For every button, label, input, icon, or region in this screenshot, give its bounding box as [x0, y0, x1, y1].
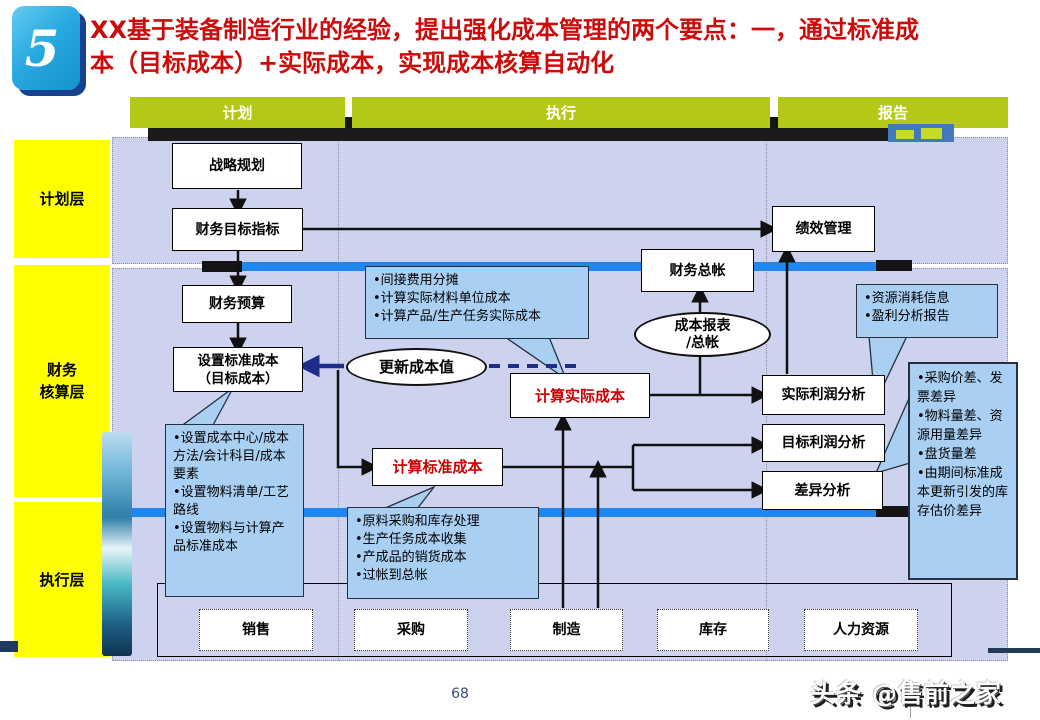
divider1-right-cap [876, 260, 912, 271]
column-header-execute: 执行 [352, 97, 770, 128]
ellipse-update-cost-value: 更新成本值 [346, 348, 487, 386]
node-actual-profit-analysis: 实际利润分析 [762, 375, 885, 415]
callout-variance-types: •采购价差、发票差异 •物料量差、资源用量差异 •盘货量差 •由期间标准成本更新… [908, 362, 1018, 580]
header-underline-bar [148, 128, 890, 141]
header-gap-square [770, 117, 778, 129]
node-performance-management: 绩效管理 [772, 206, 875, 252]
clipped-banner-fragment [888, 124, 954, 142]
module-manufacturing: 制造 [510, 609, 623, 651]
robot-image-fragment [102, 432, 132, 656]
module-inventory: 库存 [657, 609, 769, 651]
slide-title: XX基于装备制造行业的经验，提出强化成本管理的两个要点：一，通过标准成本（目标成… [90, 16, 920, 77]
callout-cost-posting: •原料采购和库存处理 •生产任务成本收集 •产成品的销货成本 •过帐到总帐 [347, 507, 539, 599]
module-sales: 销售 [199, 609, 313, 651]
node-calc-standard-cost: 计算标准成本 [372, 448, 503, 486]
watermark: 头条 @售前之家 [810, 679, 1002, 708]
slide-number: 5 [24, 18, 60, 78]
column-header-report: 报告 [778, 97, 1008, 128]
layer-label-accounting: 财务 核算层 [14, 265, 110, 497]
callout-pointer-setup [178, 387, 234, 428]
header-gap-square [345, 117, 352, 129]
callout-cost-setup: •设置成本中心/成本方法/会计科目/成本要素 •设置物料清单/工艺路线 •设置物… [165, 424, 304, 597]
divider2-right-cap [876, 506, 912, 517]
callout-pointer-posting [382, 485, 437, 510]
column-header-plan: 计划 [130, 97, 345, 128]
node-calc-actual-cost: 计算实际成本 [510, 373, 650, 418]
column-header-execute-label: 执行 [545, 104, 576, 122]
column-header-report-label: 报告 [877, 104, 908, 122]
node-financial-general-ledger: 财务总帐 [641, 249, 754, 292]
bottom-right-line [988, 648, 1040, 653]
slide-number-badge: 5 [12, 6, 80, 90]
module-purchasing: 采购 [354, 609, 468, 651]
modules-container [157, 583, 952, 657]
column-header-plan-label: 计划 [222, 104, 253, 122]
node-financial-targets: 财务目标指标 [172, 208, 303, 251]
ellipse-cost-report-gl: 成本报表 /总帐 [634, 312, 771, 357]
node-financial-budget: 财务预算 [182, 285, 292, 323]
node-strategic-planning: 战略规划 [172, 143, 302, 189]
divider1-left-cap [202, 261, 242, 272]
robot-image-fragment [0, 641, 18, 652]
layer-label-execution: 执行层 [14, 502, 110, 657]
module-human-resources: 人力资源 [804, 609, 918, 651]
node-target-profit-analysis: 目标利润分析 [762, 424, 885, 462]
watermark-tick [910, 703, 911, 718]
page-number: 68 [451, 686, 469, 702]
callout-analysis-reports: •资源消耗信息 •盈利分析报告 [856, 284, 998, 338]
callout-overhead-allocation: •间接费用分摊 •计算实际材料单位成本 •计算产品/生产任务实际成本 [365, 266, 589, 339]
layer-label-planning: 计划层 [14, 140, 110, 258]
node-variance-analysis: 差异分析 [762, 471, 883, 510]
node-set-standard-cost: 设置标准成本 （目标成本） [173, 347, 303, 392]
